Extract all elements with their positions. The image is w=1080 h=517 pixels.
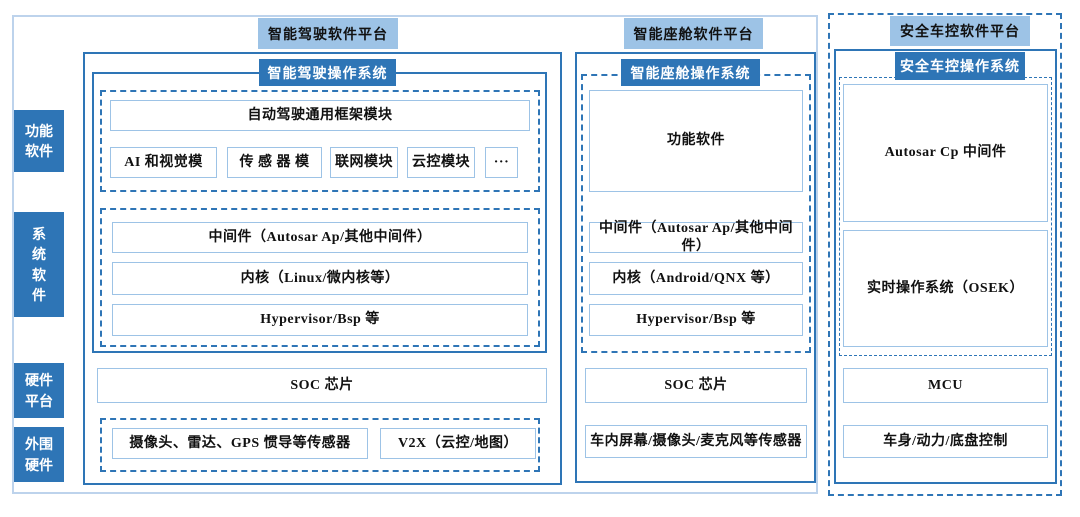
control-body-box: 车身/动力/底盘控制: [843, 425, 1048, 458]
driving-middleware-box: 中间件（Autosar Ap/其他中间件）: [112, 222, 528, 253]
cockpit-soc-box: SOC 芯片: [585, 368, 807, 403]
driving-peripheral-group: [100, 418, 540, 472]
driving-functional-group: [100, 90, 540, 192]
layer-label-hardware-platform: 硬件 平台: [14, 363, 64, 418]
driving-hypervisor-box: Hypervisor/Bsp 等: [112, 304, 528, 336]
cockpit-platform-title: 智能座舱软件平台: [624, 18, 763, 49]
driving-platform-title: 智能驾驶软件平台: [258, 18, 398, 49]
control-platform-dashed-frame: [828, 13, 1062, 496]
driving-sensors-box: 摄像头、雷达、GPS 惯导等传感器: [112, 428, 368, 459]
driving-module-ellipsis: ···: [485, 147, 518, 178]
control-middleware-box: Autosar Cp 中间件: [843, 84, 1048, 222]
control-os-title: 安全车控操作系统: [895, 52, 1025, 80]
cockpit-sensors-box: 车内屏幕/摄像头/麦克风等传感器: [585, 425, 807, 458]
driving-framework-box: 自动驾驶通用框架模块: [110, 100, 530, 131]
driving-os-title: 智能驾驶操作系统: [259, 59, 396, 86]
layer-label-functional-software: 功能 软件: [14, 110, 64, 172]
driving-module-cloud: 云控模块: [407, 147, 475, 178]
driving-module-ai-vision: AI 和视觉模: [110, 147, 217, 178]
driving-system-group: [100, 208, 540, 347]
control-platform-title: 安全车控软件平台: [890, 16, 1030, 46]
driving-module-network: 联网模块: [330, 147, 398, 178]
driving-v2x-box: V2X（云控/地图）: [380, 428, 536, 459]
cockpit-kernel-box: 内核（Android/QNX 等）: [589, 262, 803, 295]
layer-label-system-software: 系 统 软 件: [14, 212, 64, 317]
control-rtos-box: 实时操作系统（OSEK）: [843, 230, 1048, 347]
driving-kernel-box: 内核（Linux/微内核等）: [112, 262, 528, 295]
cockpit-hypervisor-box: Hypervisor/Bsp 等: [589, 304, 803, 336]
cockpit-functional-box: 功能软件: [589, 90, 803, 192]
cockpit-os-title: 智能座舱操作系统: [621, 59, 760, 86]
driving-soc-box: SOC 芯片: [97, 368, 547, 403]
control-mcu-box: MCU: [843, 368, 1048, 403]
layer-label-peripheral-hardware: 外围 硬件: [14, 427, 64, 482]
cockpit-middleware-box: 中间件（Autosar Ap/其他中间件）: [589, 221, 803, 254]
driving-module-sensor: 传 感 器 模: [227, 147, 322, 178]
